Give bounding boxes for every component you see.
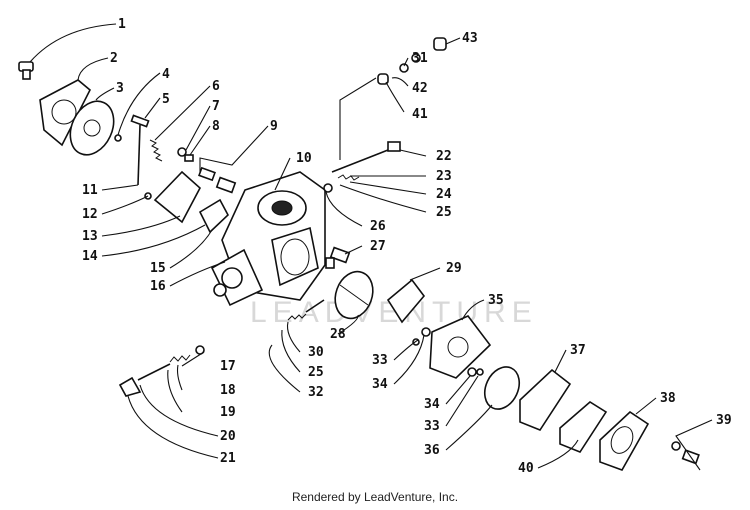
- gasket-part: [198, 198, 229, 234]
- callout-40: 40: [518, 461, 534, 476]
- callout-labels: 1 2 3 4 5 6 7 8 9 10 11 12 13 14 15 16 1…: [82, 17, 732, 476]
- callout-28: 28: [330, 327, 346, 342]
- callout-43: 43: [462, 31, 478, 46]
- carburetor-body: [210, 171, 326, 307]
- callout-18: 18: [220, 383, 236, 398]
- callout-23: 23: [436, 169, 452, 184]
- small-pins-part: [177, 147, 194, 162]
- callout-42: 42: [412, 81, 428, 96]
- callout-4: 4: [162, 67, 170, 82]
- callout-21: 21: [220, 451, 236, 466]
- callout-12: 12: [82, 207, 98, 222]
- callout-39: 39: [716, 413, 732, 428]
- callout-25: 25: [436, 205, 452, 220]
- pump-cover-38-part: [599, 410, 650, 471]
- callout-15: 15: [150, 261, 166, 276]
- diaphragm-part: [69, 100, 115, 156]
- pump-cover-part: [144, 170, 202, 224]
- callout-34: 34: [372, 377, 388, 392]
- callout-29: 29: [446, 261, 462, 276]
- callout-37: 37: [570, 343, 586, 358]
- lever-part: [114, 114, 150, 186]
- callout-5: 5: [162, 92, 170, 107]
- gasket-29-part: [386, 278, 426, 324]
- callout-8: 8: [212, 119, 220, 134]
- callout-14: 14: [82, 249, 98, 264]
- jet-spring-assembly-part: [118, 345, 205, 397]
- screw-part: [18, 61, 34, 80]
- callout-31: 31: [412, 51, 428, 66]
- callout-26: 26: [370, 219, 386, 234]
- check-valve-part: [467, 367, 484, 377]
- needle-assembly-part: [198, 166, 237, 194]
- callout-41: 41: [412, 107, 428, 122]
- callout-22: 22: [436, 149, 452, 164]
- screen-part: [334, 270, 374, 320]
- callout-33: 33: [372, 353, 388, 368]
- callout-9: 9: [270, 119, 278, 134]
- screw-39-part: [671, 441, 700, 465]
- callout-24: 24: [436, 187, 452, 202]
- callout-35: 35: [488, 293, 504, 308]
- callout-36: 36: [424, 443, 440, 458]
- diaphragm-plate-part: [519, 368, 572, 431]
- callout-34b: 34: [424, 397, 440, 412]
- adjust-needle-part: [331, 141, 401, 173]
- bolt-part: [325, 246, 351, 269]
- callout-27: 27: [370, 239, 386, 254]
- callout-30: 30: [308, 345, 324, 360]
- callout-16: 16: [150, 279, 166, 294]
- callout-38: 38: [660, 391, 676, 406]
- callout-32: 32: [308, 385, 324, 400]
- callout-19: 19: [220, 405, 236, 420]
- callout-7: 7: [212, 99, 220, 114]
- callout-1: 1: [118, 17, 126, 32]
- callout-2: 2: [110, 51, 118, 66]
- callout-17: 17: [220, 359, 236, 374]
- callout-11: 11: [82, 183, 98, 198]
- callout-20: 20: [220, 429, 236, 444]
- top-washers-part: [377, 37, 447, 85]
- spring-part: [149, 139, 163, 162]
- gasket-40-part: [559, 401, 608, 453]
- leader-lines: [29, 23, 713, 471]
- callout-13: 13: [82, 229, 98, 244]
- diaphragm-ring-part: [483, 366, 521, 410]
- idle-screw-part: [287, 299, 325, 321]
- spring-washer-part: [323, 174, 360, 193]
- callout-33b: 33: [424, 419, 440, 434]
- footer-credit: Rendered by LeadVenture, Inc.: [291, 490, 459, 504]
- callout-6: 6: [212, 79, 220, 94]
- callout-3: 3: [116, 81, 124, 96]
- callout-10: 10: [296, 151, 312, 166]
- callout-25b: 25: [308, 365, 324, 380]
